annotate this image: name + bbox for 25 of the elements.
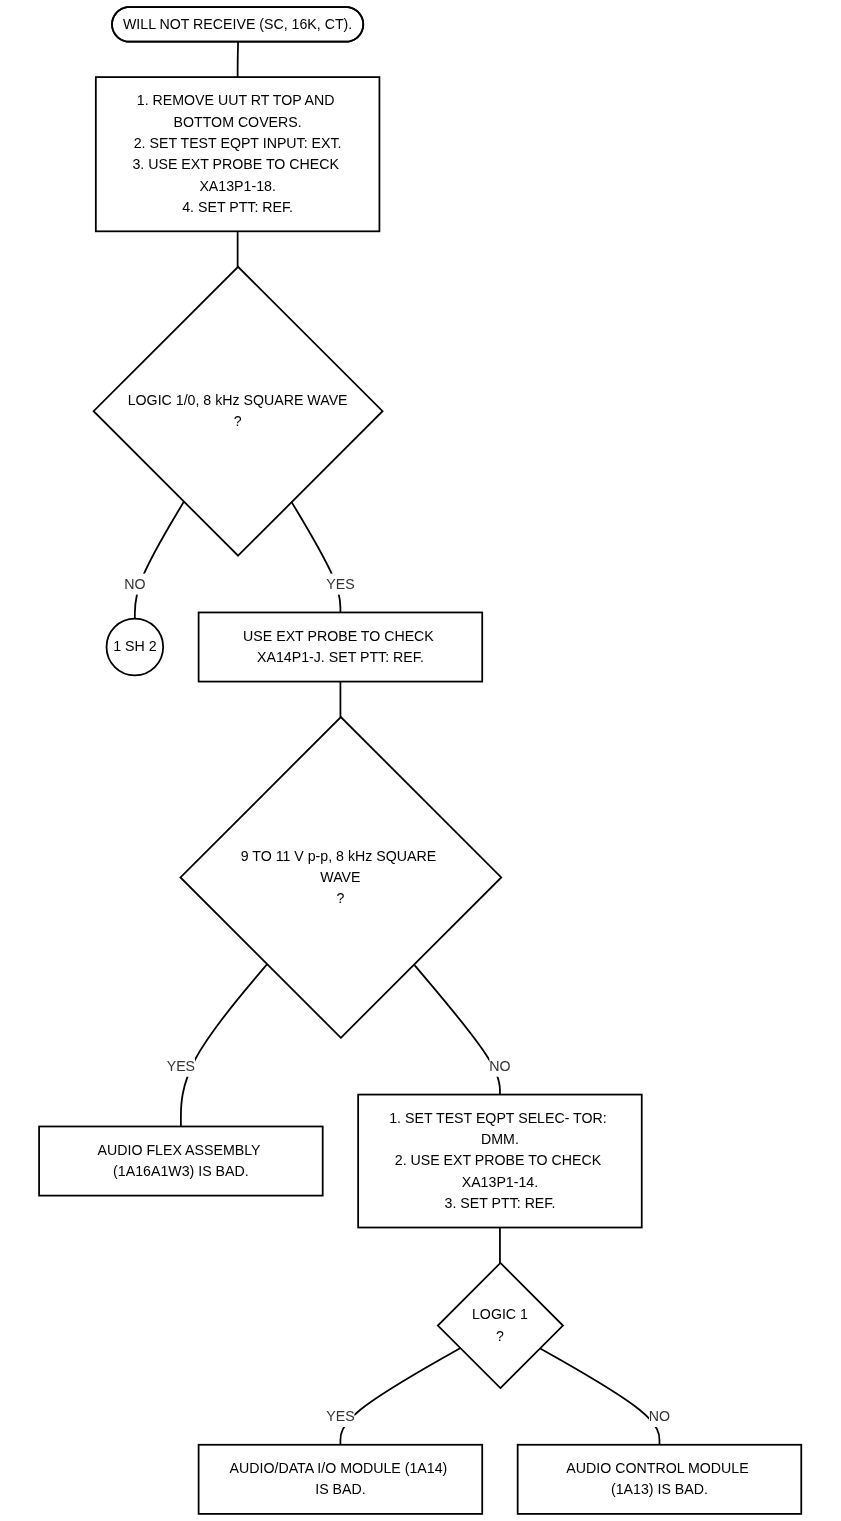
edge-label: YES xyxy=(326,576,355,592)
connector xyxy=(339,1347,462,1446)
edge-label: NO xyxy=(649,1408,671,1424)
connector xyxy=(339,680,342,718)
edge-label: YES xyxy=(326,1408,355,1424)
node-diamond: 9 TO 11 V p-p, 8 kHz SQUARE WAVE ? xyxy=(179,715,503,1040)
node-box: AUDIO/DATA I/O MODULE (1A14) IS BAD. xyxy=(198,1443,484,1515)
node-box: USE EXT PROBE TO CHECK XA14P1-J. SET PTT: REF. xyxy=(198,611,484,683)
node-box: 1. REMOVE UUT RT TOP AND BOTTOM COVERS. 2. SET TEST EQPT INPUT: EXT. 3. USE EXT PROBE TO CHECK XA13P1-18. 4. SET PTT: REF. xyxy=(95,76,381,233)
node-diamond: LOGIC 1/0, 8 kHz SQUARE WAVE ? xyxy=(92,265,385,557)
edge-label: NO xyxy=(489,1058,511,1074)
connector xyxy=(413,963,502,1096)
node-box: 1. SET TEST EQPT SELEC- TOR: DMM. 2. USE EXT PROBE TO CHECK XA13P1-14. 3. SET PTT: REF. xyxy=(357,1093,643,1229)
connector xyxy=(180,963,269,1128)
node-diamond: LOGIC 1 ? xyxy=(436,1261,565,1390)
edge-label: NO xyxy=(124,576,146,592)
connector xyxy=(134,500,185,620)
edge-label: YES xyxy=(167,1058,196,1074)
connector xyxy=(539,1347,661,1446)
node-circle: 1 SH 2 xyxy=(105,617,165,677)
node-box: AUDIO FLEX ASSEMBLY (1A16A1W3) IS BAD. xyxy=(38,1125,324,1197)
connector xyxy=(499,1226,502,1264)
connector xyxy=(237,41,240,78)
connector xyxy=(237,230,239,268)
node-box: AUDIO CONTROL MODULE (1A13) IS BAD. xyxy=(517,1443,803,1515)
